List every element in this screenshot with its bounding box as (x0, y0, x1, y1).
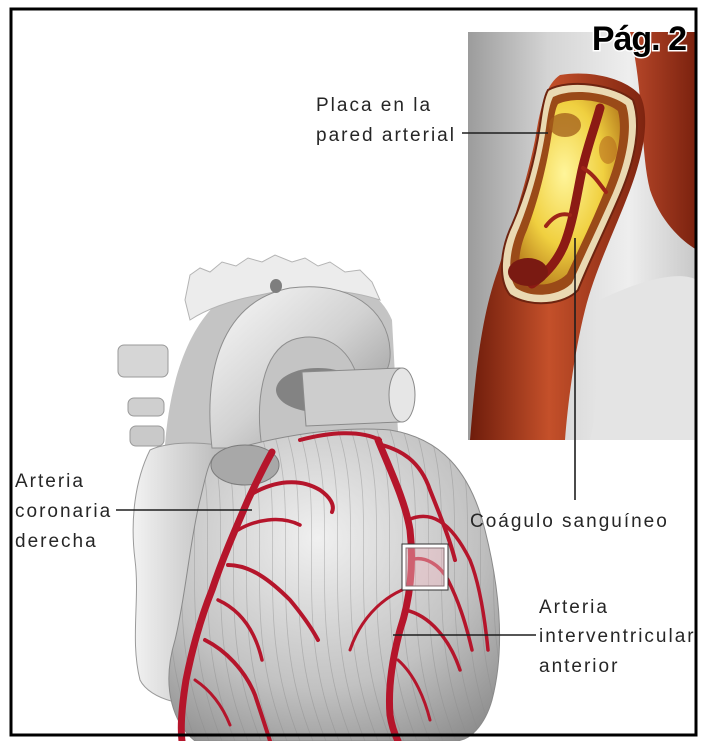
inset-tissue-fold (590, 276, 697, 440)
blood-clot-mass (508, 258, 548, 286)
blockage-highlight-box (404, 546, 446, 588)
interventricular-label-line-2: interventricular (539, 626, 696, 647)
pulmonary-trunk-end (389, 368, 415, 422)
plaque-label-line-1: Placa en la (316, 95, 432, 116)
page-number-label: Pág. 2 (592, 20, 686, 58)
right-coronary-label-line-3: derecha (15, 531, 98, 552)
artery-cross-section-inset (468, 32, 697, 440)
right-coronary-label-line-2: coronaria (15, 501, 112, 522)
vena-cava-stub (118, 345, 168, 377)
vena-cava-stub (128, 398, 164, 416)
interventricular-label-line-1: Arteria (539, 597, 609, 618)
vena-cava-stub (130, 426, 164, 446)
plaque-label-line-2: pared arterial (316, 125, 456, 146)
clot-label: Coágulo sanguíneo (470, 511, 669, 532)
interventricular-label-line-3: anterior (539, 656, 619, 677)
muscle-striation (507, 430, 547, 741)
aortic-bump (270, 279, 282, 293)
plaque-deposit (549, 113, 581, 137)
plaque-deposit (599, 136, 617, 164)
right-coronary-label-line-1: Arteria (15, 471, 85, 492)
muscle-striation (494, 430, 534, 741)
